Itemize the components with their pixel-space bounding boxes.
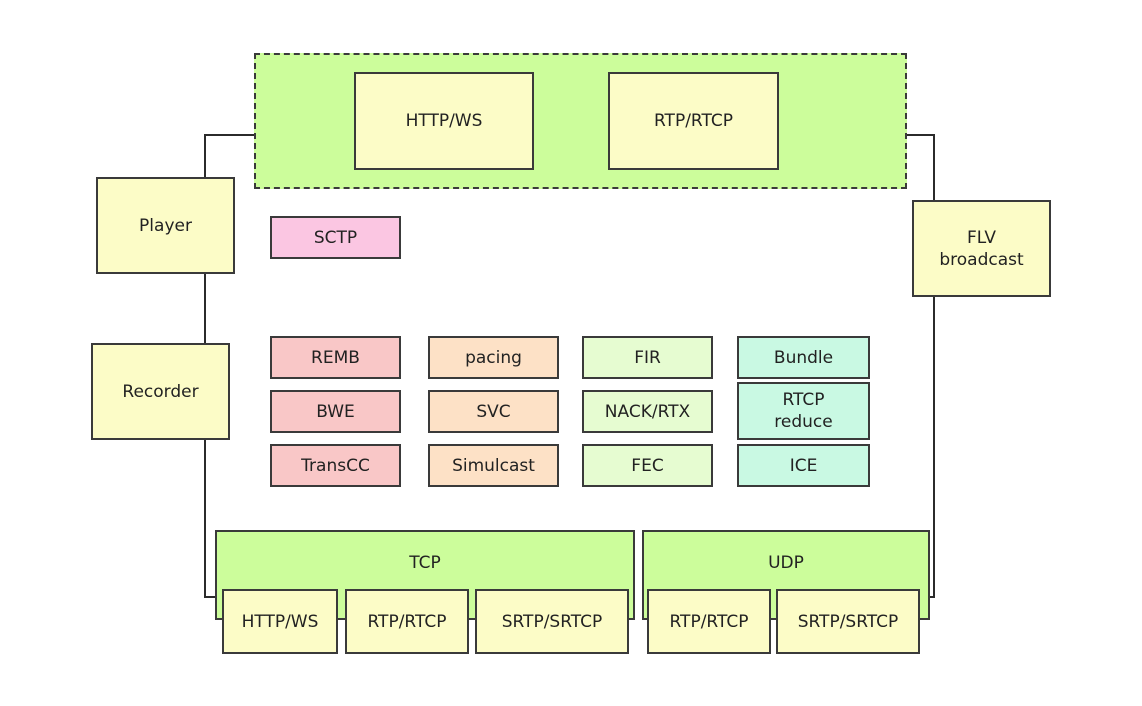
recorder-node: Recorder [91,343,230,440]
udp-srtp-srtcp: SRTP/SRTCP [776,589,920,654]
feature-transcc: TransCC [270,444,401,487]
udp-rtp-rtcp: RTP/RTCP [647,589,771,654]
feature-fec: FEC [582,444,713,487]
sctp-box: SCTP [270,216,401,259]
top-group [254,53,907,189]
feature-rtcp-reduce: RTCP reduce [737,382,870,440]
right-connector [906,134,935,598]
feature-ice: ICE [737,444,870,487]
feature-bundle: Bundle [737,336,870,379]
feature-bwe: BWE [270,390,401,433]
player-node: Player [96,177,235,274]
top-rtp-rtcp: RTP/RTCP [608,72,779,170]
feature-remb: REMB [270,336,401,379]
feature-fir: FIR [582,336,713,379]
feature-pacing: pacing [428,336,559,379]
tcp-rtp-rtcp: RTP/RTCP [345,589,469,654]
top-http-ws: HTTP/WS [354,72,534,170]
flv-broadcast-node: FLV broadcast [912,200,1051,297]
feature-svc: SVC [428,390,559,433]
tcp-http-ws: HTTP/WS [222,589,338,654]
tcp-srtp-srtcp: SRTP/SRTCP [475,589,629,654]
feature-simulcast: Simulcast [428,444,559,487]
feature-nack-rtx: NACK/RTX [582,390,713,433]
